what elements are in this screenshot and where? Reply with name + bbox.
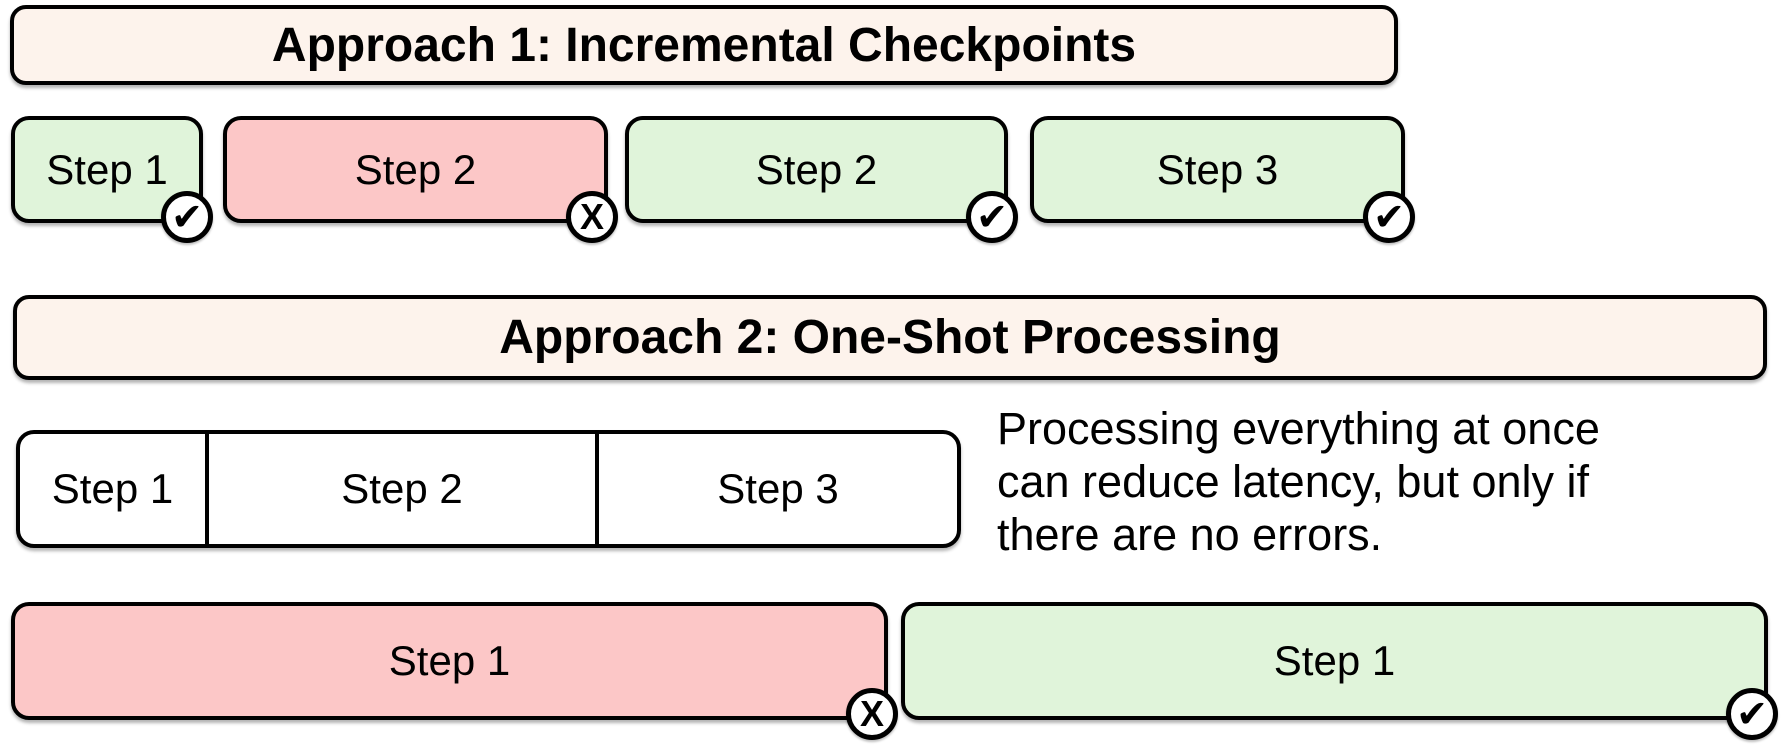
step-label: Step 3 xyxy=(1156,145,1279,193)
oneshot-note-line2: can reduce latency, but only if xyxy=(997,456,1590,507)
approach1-step1-box: Step 1 ✔ xyxy=(11,116,213,243)
pipeline-segment-step2: Step 2 xyxy=(205,434,595,544)
pipeline-segment-step1: Step 1 xyxy=(51,465,174,512)
oneshot-pipeline-box: Step 1 Step 2 Step 3 xyxy=(16,430,961,548)
step-label: Step 1 xyxy=(46,145,168,193)
oneshot-note: Processing everything at once can reduce… xyxy=(997,402,1600,561)
pipeline-segment-step3: Step 3 xyxy=(595,434,957,544)
success-check-icon: ✔ xyxy=(966,191,1018,243)
approach2-title: Approach 2: One-Shot Processing xyxy=(499,311,1281,364)
oneshot-note-line3: there are no errors. xyxy=(997,509,1383,560)
approach1-step2-retry-box: Step 2 ✔ xyxy=(625,116,1018,243)
oneshot-note-line1: Processing everything at once xyxy=(997,403,1600,454)
oneshot-attempt-failed-box: Step 1 X xyxy=(11,602,898,740)
error-x-icon: X xyxy=(846,688,898,740)
step-label: Step 2 xyxy=(354,145,477,193)
success-check-icon: ✔ xyxy=(1363,191,1415,243)
oneshot-attempt-success-box: Step 1 ✔ xyxy=(901,602,1778,740)
error-x-icon: X xyxy=(566,191,618,243)
step-label: Step 1 xyxy=(1273,637,1396,684)
success-check-icon: ✔ xyxy=(161,191,213,243)
success-check-icon: ✔ xyxy=(1726,688,1778,740)
approach2-header: Approach 2: One-Shot Processing xyxy=(13,295,1767,380)
approach1-step2-failed-box: Step 2 X xyxy=(223,116,618,243)
approach1-header: Approach 1: Incremental Checkpoints xyxy=(10,5,1398,85)
approach1-title: Approach 1: Incremental Checkpoints xyxy=(271,18,1137,72)
approach1-step3-box: Step 3 ✔ xyxy=(1030,116,1415,243)
step-label: Step 2 xyxy=(755,145,878,193)
step-label: Step 1 xyxy=(388,637,511,684)
